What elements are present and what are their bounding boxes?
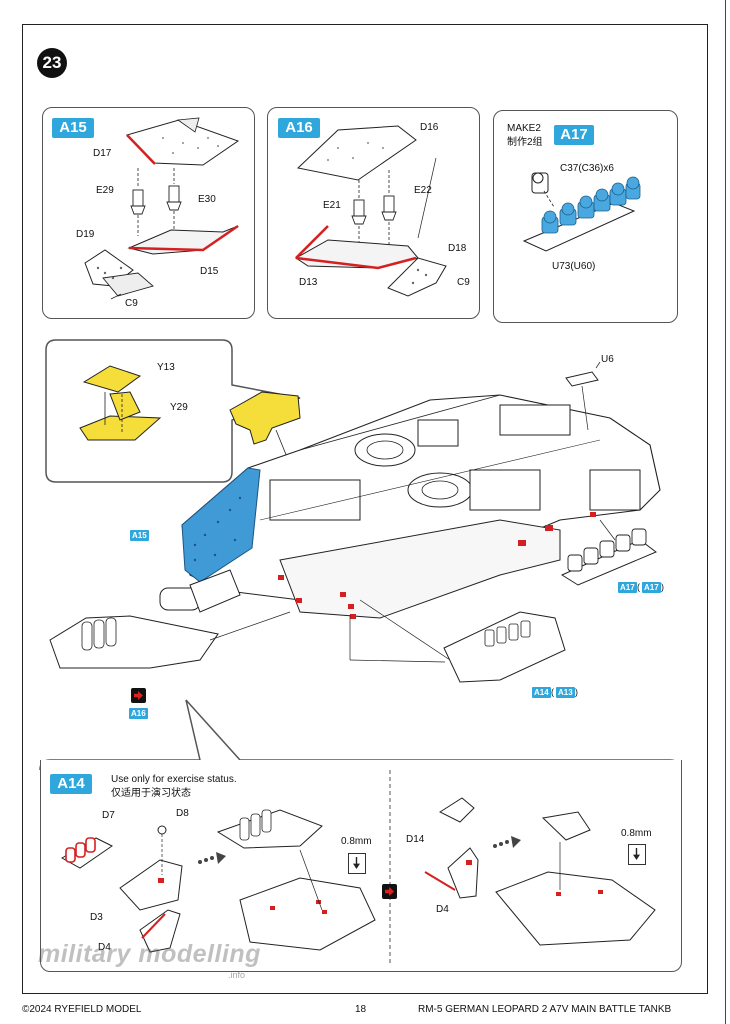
main-label-u6: U6 (601, 354, 614, 365)
main-tag-a17-paren-close: ) (661, 582, 664, 592)
direction-arrow-icon (131, 688, 146, 703)
a16-label-d16: D16 (420, 122, 439, 133)
a14-note-cn: 仅适用于演习状态 (111, 788, 191, 799)
a15-label-e30: E30 (198, 194, 216, 205)
a14-label-d3: D3 (90, 912, 103, 923)
a16-label-d13: D13 (299, 277, 318, 288)
main-tag-a15: A15 (130, 530, 149, 541)
a17-parts-drawing (522, 172, 641, 252)
main-tag-a14: A14 (532, 687, 551, 698)
callout-label-y29: Y29 (170, 402, 188, 413)
a14-label-0.8mm-right: 0.8mm (621, 828, 652, 839)
a16-label-c9: C9 (457, 277, 470, 288)
a14-label-d4: D4 (98, 942, 111, 953)
a14-note-en: Use only for exercise status. (111, 774, 237, 785)
a15-label-e29: E29 (96, 185, 114, 196)
main-tag-a14-paren-close: ) (575, 687, 578, 697)
footer-title: RM-5 GERMAN LEOPARD 2 A7V MAIN BATTLE TA… (418, 1004, 672, 1015)
a16-label-e22: E22 (414, 185, 432, 196)
a15-label-d17: D17 (93, 148, 112, 159)
panel-a17-tag: A17 (554, 125, 594, 145)
main-tag-a17-paren-open: ( (637, 582, 640, 592)
main-tag-a17: A17 (618, 582, 637, 593)
main-tag-a16: A16 (129, 708, 148, 719)
main-tag-a14-alt: A13 (556, 687, 575, 698)
a15-label-d19: D19 (76, 229, 95, 240)
footer-copyright: ©2024 RYEFIELD MODEL (22, 1004, 142, 1015)
drill-icon-left (348, 853, 366, 874)
a15-label-c9: C9 (125, 298, 138, 309)
panel-a17: MAKE2 制作2组 A17 C37(C36)x6 U73(U60) (493, 110, 678, 323)
main-tag-a17-alt: A17 (642, 582, 661, 593)
swap-direction-icon (382, 884, 397, 899)
panel-a15-tag: A15 (52, 118, 94, 138)
callout-label-y13: Y13 (157, 362, 175, 373)
drill-icon-right (628, 844, 646, 865)
panel-a15: A15 D17 E29 E30 D19 D15 C9 (42, 107, 255, 319)
main-tag-a14-paren-open: ( (551, 687, 554, 697)
a16-label-e21: E21 (323, 200, 341, 211)
a17-label-u73: U73(U60) (552, 261, 596, 272)
a16-parts-drawing (295, 125, 447, 297)
panel-a16: A16 D16 E21 E22 D18 D13 C9 (267, 107, 480, 319)
footer-page-number: 18 (355, 1004, 367, 1015)
a14-label-d8: D8 (176, 808, 189, 819)
watermark-sub: .info (228, 970, 246, 980)
a16-label-d18: D18 (448, 243, 467, 254)
page-frame (22, 24, 708, 994)
step-number: 23 (37, 48, 67, 78)
a17-label-c37: C37(C36)x6 (560, 163, 614, 174)
watermark-logo: military modelling (38, 940, 261, 968)
panel-a16-tag: A16 (278, 118, 320, 138)
a17-make-cn-label: 制作2组 (507, 137, 543, 148)
a14-label-0.8mm-left: 0.8mm (341, 836, 372, 847)
a14-label-d7: D7 (102, 810, 115, 821)
a15-label-d15: D15 (200, 266, 219, 277)
a17-make-label: MAKE2 (507, 123, 541, 134)
a14-label-d4b: D4 (436, 904, 449, 915)
panel-a14-tag: A14 (50, 774, 92, 794)
page-edge-rule (725, 0, 726, 1024)
a14-label-d14: D14 (406, 834, 425, 845)
a15-parts-drawing (84, 117, 240, 300)
